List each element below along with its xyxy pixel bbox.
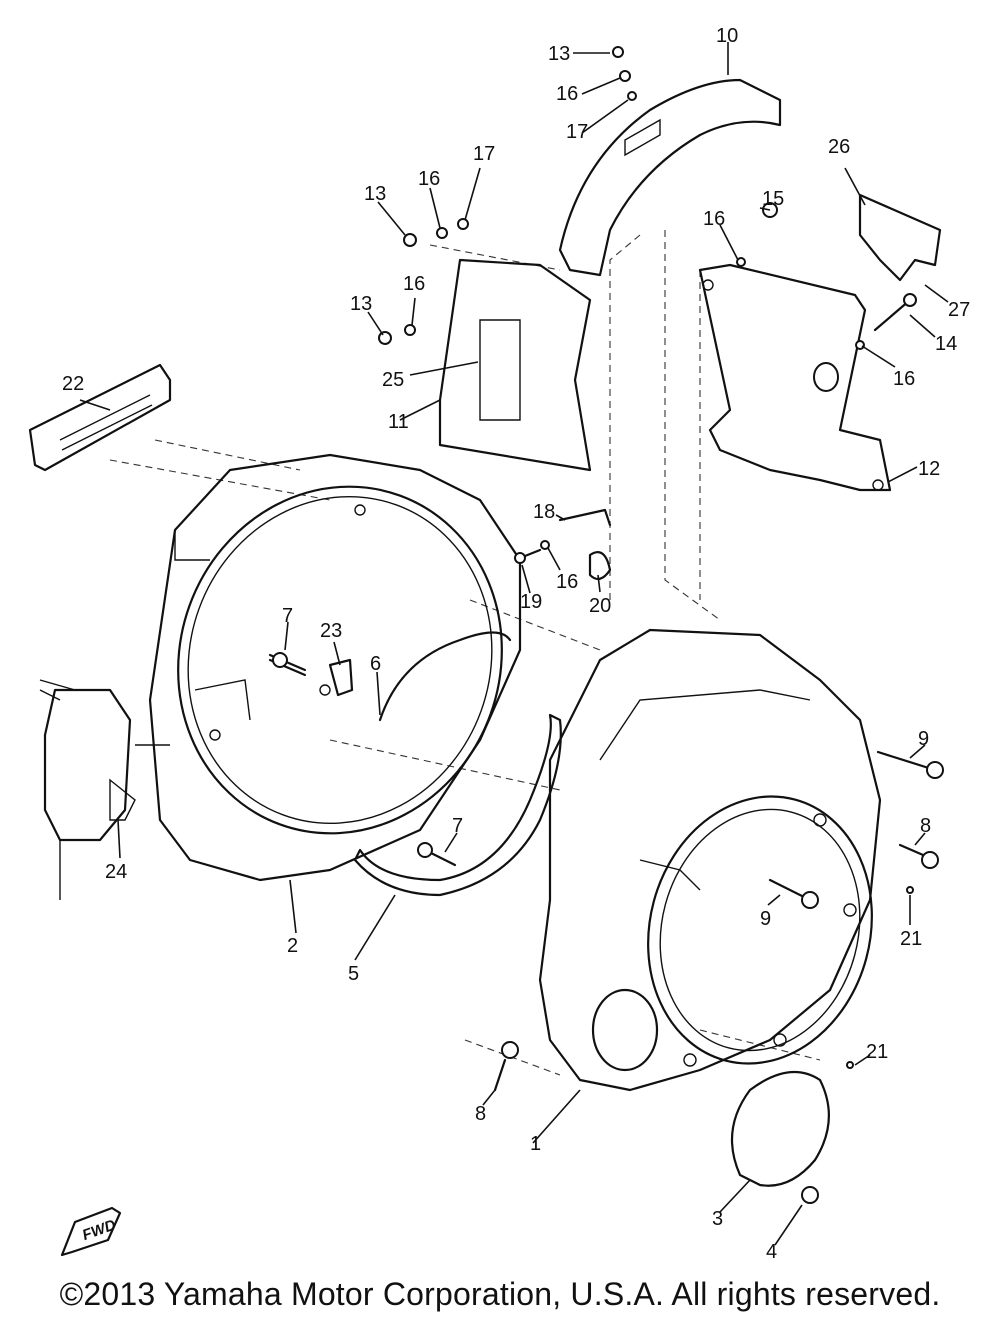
callout-16b: 16	[418, 168, 440, 190]
callout-25: 25	[382, 369, 404, 391]
callout-19: 19	[520, 591, 542, 613]
guide-plate	[353, 713, 562, 897]
callout-15: 15	[762, 188, 784, 210]
copyright-notice: ©2013 Yamaha Motor Corporation, U.S.A. A…	[59, 1276, 941, 1312]
callout-17b: 17	[473, 143, 495, 165]
leader-lines	[79, 42, 949, 1246]
right-bracket-plate	[698, 263, 892, 492]
callout-labels: 1 2 3 4 5 6 7 7 8 8 9 9 10 11 12 13 13 1…	[62, 25, 970, 1260]
callout-20: 20	[589, 595, 611, 617]
fasteners	[268, 46, 944, 1204]
callout-12: 12	[918, 458, 940, 480]
callout-22: 22	[62, 373, 84, 395]
callout-7b: 7	[452, 815, 463, 837]
callout-17a: 17	[566, 121, 588, 143]
callout-4: 4	[766, 1241, 777, 1260]
hinge-strap	[858, 193, 942, 282]
fwd-badge-text: FWD	[80, 1216, 118, 1244]
exploded-parts-diagram: 1 2 3 4 5 6 7 7 8 8 9 9 10 11 12 13 13 1…	[28, 25, 970, 1260]
inspection-cover	[730, 1070, 830, 1187]
callout-9b: 9	[760, 908, 771, 930]
callout-16e: 16	[893, 368, 915, 390]
callout-24: 24	[105, 861, 127, 883]
callout-14: 14	[935, 333, 957, 355]
callout-6: 6	[370, 653, 381, 675]
callout-21b: 21	[866, 1041, 888, 1063]
callout-8b: 8	[475, 1103, 486, 1125]
callout-13b: 13	[364, 183, 386, 205]
callout-2: 2	[287, 935, 298, 957]
callout-27: 27	[948, 299, 970, 321]
assembly-guide-lines	[109, 230, 821, 1076]
callout-11: 11	[388, 411, 409, 433]
callout-10: 10	[716, 25, 738, 47]
callout-21a: 21	[900, 928, 922, 950]
callout-16a: 16	[556, 83, 578, 105]
callout-16d: 16	[703, 208, 725, 230]
callout-13a: 13	[548, 43, 570, 65]
callout-3: 3	[712, 1208, 723, 1230]
callout-16c: 16	[403, 273, 425, 295]
left-blower-housing	[135, 453, 522, 882]
seal-ring	[378, 631, 512, 722]
fwd-direction-badge: FWD	[60, 1206, 122, 1257]
left-deflector	[438, 258, 592, 472]
callout-5: 5	[348, 963, 359, 985]
callout-8a: 8	[920, 815, 931, 837]
upper-duct	[558, 78, 782, 277]
callout-1: 1	[530, 1133, 541, 1155]
callout-23: 23	[320, 620, 342, 642]
callout-9a: 9	[918, 728, 929, 750]
callout-7a: 7	[282, 605, 293, 627]
callout-13c: 13	[350, 293, 372, 315]
blower-motor	[39, 679, 136, 900]
label-plate	[28, 363, 172, 472]
callout-18: 18	[533, 501, 555, 523]
callout-16f: 16	[556, 571, 578, 593]
right-blower-housing	[538, 628, 882, 1092]
callout-26: 26	[828, 136, 850, 158]
